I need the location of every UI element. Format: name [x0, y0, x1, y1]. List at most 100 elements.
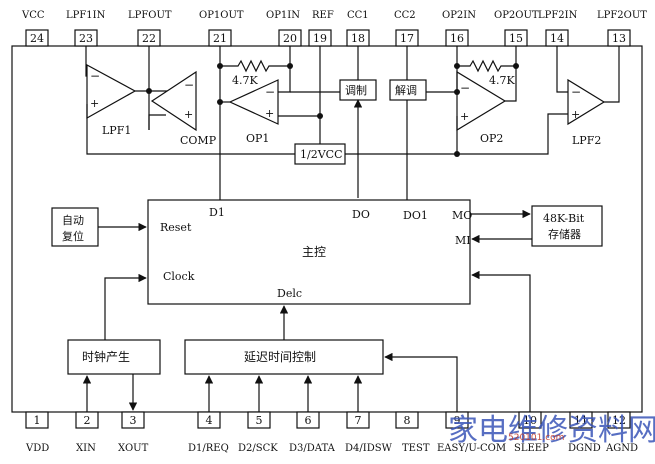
port-do: DO — [352, 208, 370, 221]
pin-19-num: 19 — [313, 32, 327, 45]
pin-17-num: 17 — [400, 32, 414, 45]
lpf2-amplifier — [567, 78, 606, 126]
pin-8-num: 8 — [404, 414, 411, 427]
pin-20-label: OP1IN — [266, 10, 300, 21]
pin-11 — [569, 411, 593, 429]
pin-24-label: VCC — [21, 10, 45, 21]
port-clock: Clock — [163, 270, 195, 283]
watermark-site: 520101.com — [508, 433, 564, 443]
lpf2-label: LPF2 — [572, 134, 601, 147]
modulator-label: 调制 — [345, 84, 367, 97]
pin-14-num: 14 — [550, 32, 564, 45]
op1-amplifier — [228, 79, 279, 125]
pin-9-num: 9 — [454, 414, 461, 427]
pin-11-label: DGND — [568, 443, 601, 454]
pin-12 — [607, 411, 631, 429]
svg-text:+: + — [265, 107, 274, 120]
svg-text:+: + — [90, 97, 99, 110]
pin-23-num: 23 — [79, 32, 93, 45]
auto-reset-line1: 自动 — [62, 214, 84, 227]
memory-line1: 48K-Bit — [543, 212, 585, 225]
pin-2-label: XIN — [76, 443, 96, 454]
pin-18-num: 18 — [351, 32, 365, 45]
pin-5-label: D2/SCK — [238, 443, 278, 454]
pin-4-label: D1/REQ — [188, 443, 229, 454]
r1-label: 4.7K — [232, 74, 258, 87]
pin-12-num: 12 — [612, 414, 626, 427]
port-delc: Delc — [277, 287, 302, 300]
analog-section: − + LPF1 − + COMP − + OP1 4.7K — [85, 46, 620, 200]
pin-13-num: 13 — [612, 32, 626, 45]
svg-text:+: + — [184, 108, 193, 121]
comp-label: COMP — [180, 134, 217, 147]
pin-10-label: SLEEP — [514, 443, 549, 454]
pin-5-num: 5 — [256, 414, 263, 427]
pin-15-label: OP2OUT — [494, 10, 539, 21]
svg-text:−: − — [265, 85, 275, 99]
pin-4-num: 4 — [206, 414, 213, 427]
pin-24-num: 24 — [30, 32, 44, 45]
main-control-label: 主控 — [302, 245, 326, 259]
demodulator-label: 解调 — [395, 83, 417, 97]
pin-14-label: LPF2IN — [538, 10, 578, 21]
port-mo: MO — [452, 209, 472, 222]
svg-text:−: − — [460, 81, 470, 95]
pin-22-label: LPFOUT — [128, 10, 172, 21]
memory-line2: 存储器 — [548, 227, 581, 241]
pin-10-num: 10 — [523, 414, 537, 427]
demodulator-block — [389, 79, 427, 101]
pin-16-num: 16 — [450, 32, 464, 45]
svg-text:−: − — [571, 85, 581, 99]
svg-text:+: + — [460, 110, 469, 123]
pin-1-label: VDD — [25, 443, 49, 454]
pin-12-label: AGND — [605, 443, 638, 454]
pin-2-num: 2 — [84, 414, 91, 427]
pin-1-num: 1 — [34, 414, 41, 427]
pin-8 — [395, 411, 419, 429]
half-vcc-label: 1/2VCC — [300, 148, 342, 161]
clock-gen-label: 时钟产生 — [82, 349, 130, 364]
pin-3-label: XOUT — [118, 443, 149, 454]
top-pins: VCC 24 LPF1IN 23 LPFOUT 22 OP1OUT 21 OP1… — [21, 10, 647, 47]
r2-label: 4.7K — [489, 74, 515, 87]
pin-21-label: OP1OUT — [199, 10, 244, 21]
pin-1 — [25, 411, 49, 429]
resistor-r2 — [457, 59, 516, 73]
pin-11-num: 11 — [574, 414, 588, 427]
pin-3-num: 3 — [130, 414, 137, 427]
auto-reset-line2: 复位 — [62, 229, 84, 243]
pin-6-label: D3/DATA — [289, 443, 336, 454]
lpf1-label: LPF1 — [102, 124, 131, 137]
svg-text:−: − — [90, 69, 100, 83]
resistor-r1 — [220, 59, 290, 73]
digital-section: 主控 Reset Clock D1 DO DO1 MO MI Delc 自动 复… — [51, 199, 603, 412]
port-do1: DO1 — [403, 209, 428, 222]
pin-19-label: REF — [312, 10, 334, 21]
pin-20-num: 20 — [283, 32, 297, 45]
pin-3 — [121, 411, 145, 429]
comp-amplifier — [150, 70, 197, 132]
port-mi: MI — [455, 234, 471, 247]
port-d1: D1 — [209, 206, 225, 219]
port-reset: Reset — [160, 221, 192, 234]
watermark: 家电维修资料网 520101.com — [448, 413, 655, 448]
op2-label: OP2 — [480, 132, 503, 145]
pin-21-num: 21 — [213, 32, 227, 45]
clock-gen-block — [67, 339, 161, 375]
pin-24 — [25, 29, 49, 47]
svg-text:+: + — [571, 108, 580, 121]
svg-text:−: − — [184, 78, 194, 92]
pin-13-label: LPF2OUT — [597, 10, 647, 21]
lpf1-amplifier — [86, 63, 137, 120]
delay-control-label: 延迟时间控制 — [244, 350, 316, 364]
pin-9-label: EASY/U-COM — [437, 443, 506, 454]
pin-7-label: D4/IDSW — [345, 443, 393, 454]
delay-control-block — [184, 339, 384, 375]
watermark-logo: 家电维修资料网 — [448, 413, 655, 448]
pin-17-label: CC2 — [394, 10, 416, 21]
op2-amplifier — [456, 70, 507, 132]
bottom-pins: 1 VDD 2 XIN 3 XOUT 4 D1/REQ 5 D2/SCK 6 D… — [25, 411, 638, 454]
pin-18-label: CC1 — [347, 10, 369, 21]
pin-8-label: TEST — [402, 443, 430, 454]
pin-6-num: 6 — [305, 414, 312, 427]
